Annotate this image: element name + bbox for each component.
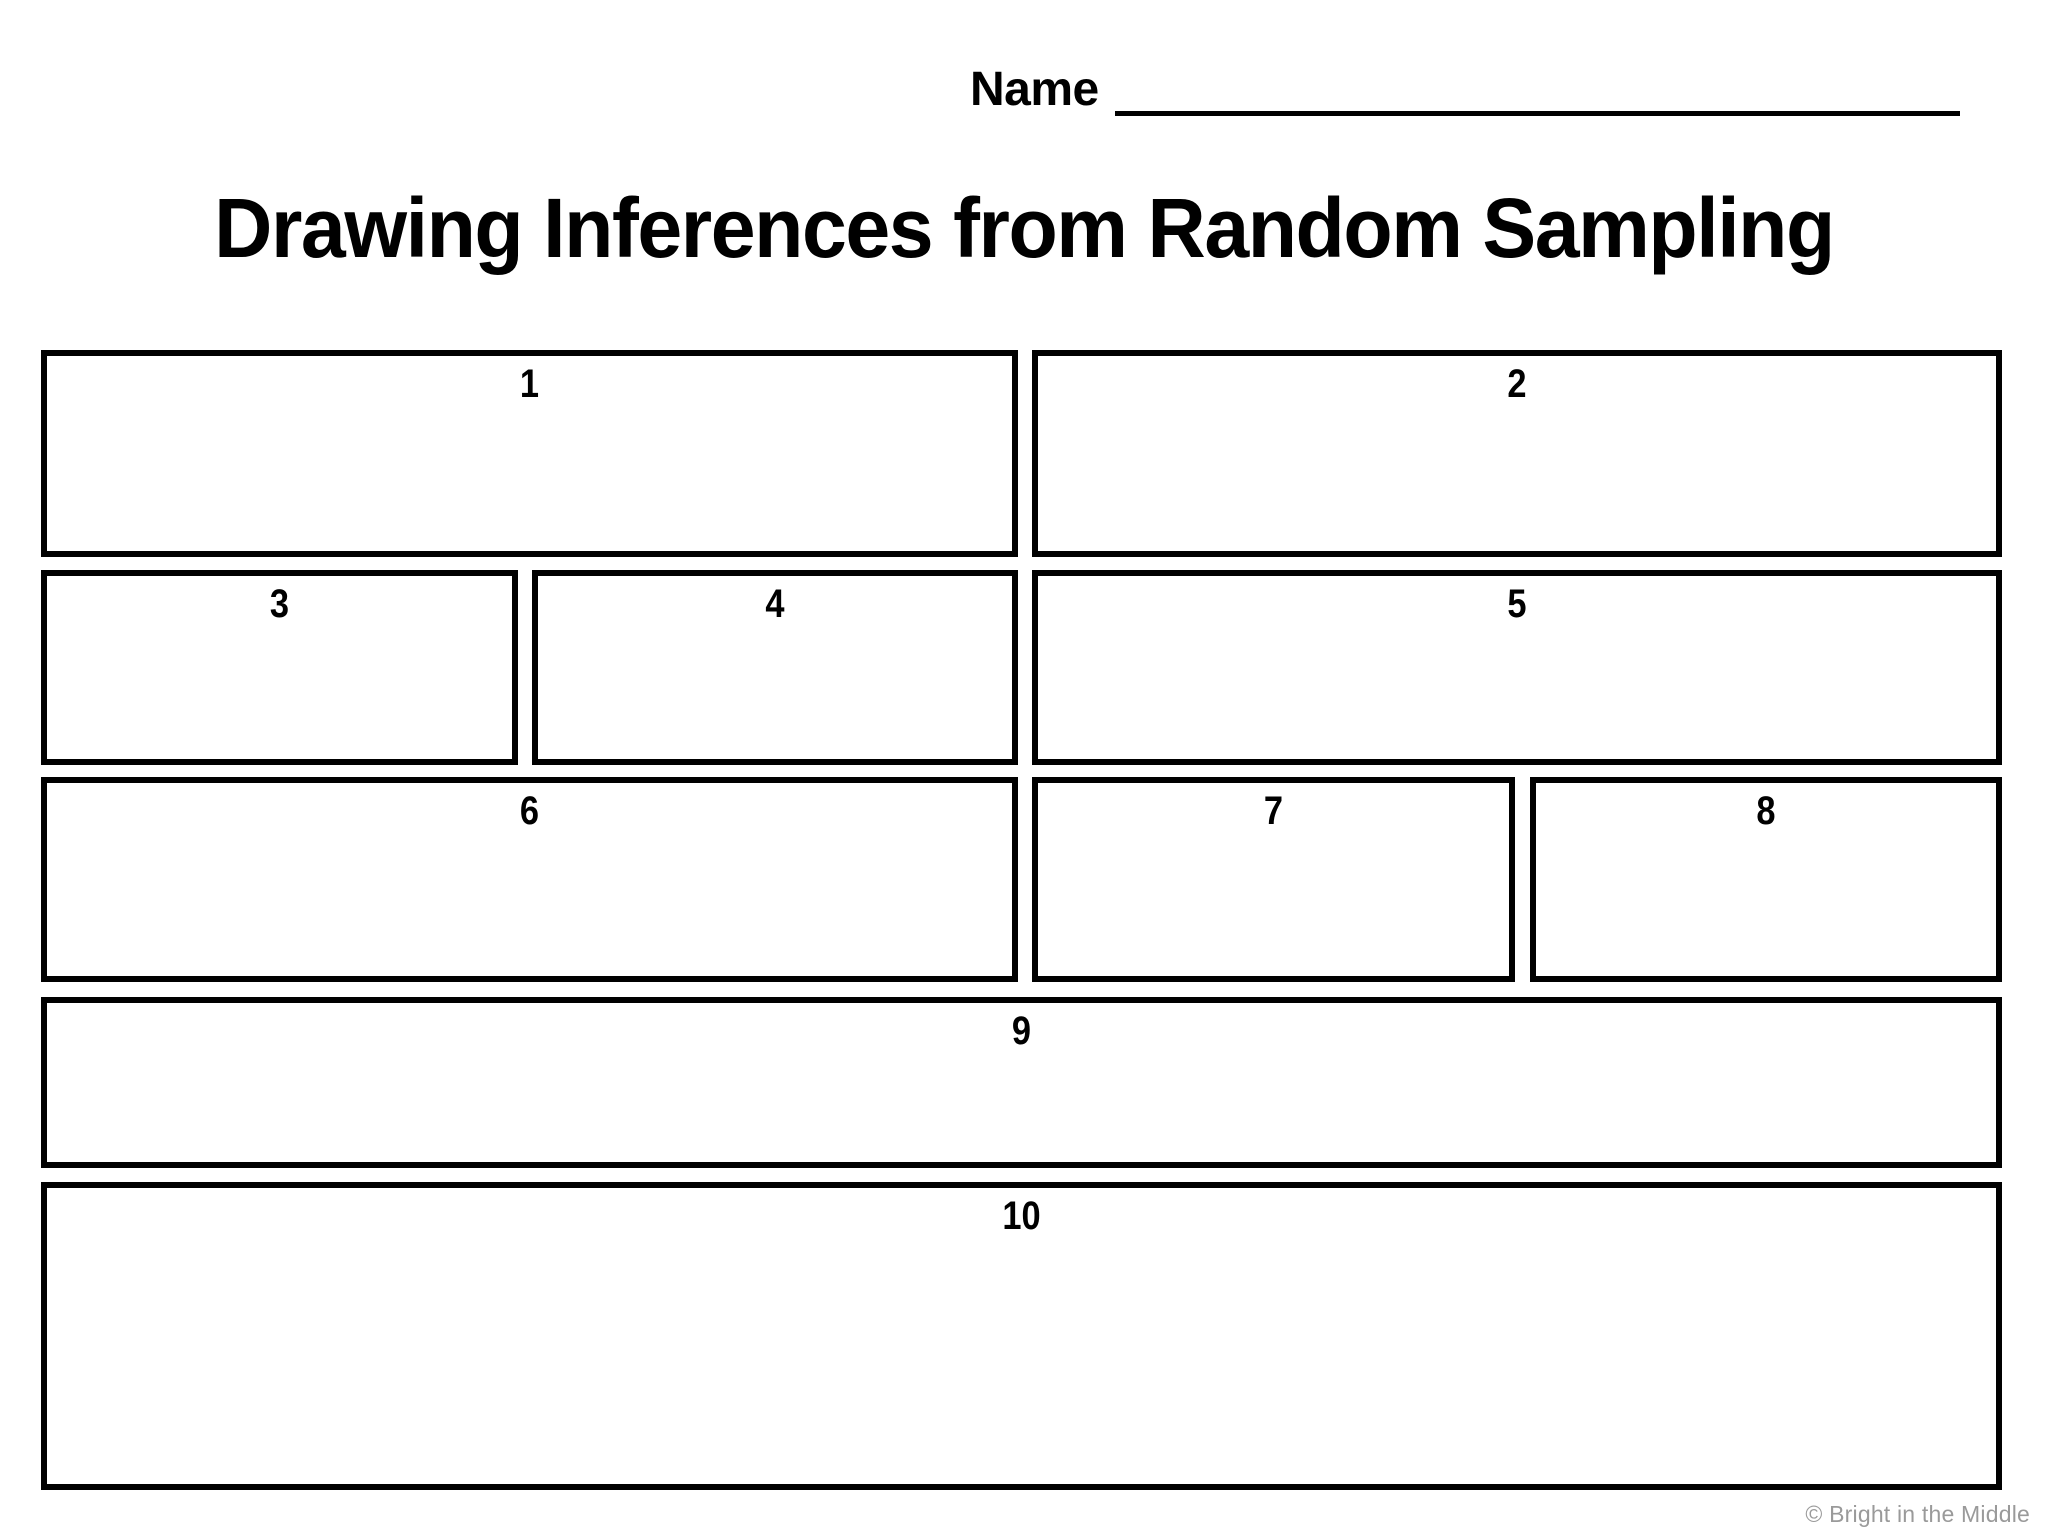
answer-box-number: 5 bbox=[1507, 582, 1527, 626]
name-write-in-line[interactable] bbox=[1114, 111, 1960, 116]
answer-box-5[interactable]: 5 bbox=[1032, 570, 2002, 765]
copyright-footer: © Bright in the Middle bbox=[1805, 1501, 2030, 1527]
page-title: Drawing Inferences from Random Sampling bbox=[214, 181, 1835, 275]
answer-box-number: 8 bbox=[1756, 789, 1776, 833]
answer-box-number: 3 bbox=[269, 582, 290, 626]
answer-box-9[interactable]: 9 bbox=[41, 997, 2002, 1168]
answer-box-3[interactable]: 3 bbox=[41, 570, 518, 765]
answer-box-4[interactable]: 4 bbox=[532, 570, 1018, 765]
name-label: Name bbox=[970, 63, 1099, 116]
answer-box-number: 6 bbox=[519, 789, 540, 833]
answer-box-number: 9 bbox=[1011, 1009, 1032, 1053]
answer-box-number: 10 bbox=[1002, 1194, 1041, 1238]
answer-box-number: 7 bbox=[1263, 789, 1284, 833]
answer-box-1[interactable]: 1 bbox=[41, 350, 1018, 557]
answer-box-number: 2 bbox=[1507, 362, 1527, 406]
name-field-row: Name bbox=[970, 50, 1960, 120]
answer-box-number: 4 bbox=[765, 582, 785, 626]
answer-box-2[interactable]: 2 bbox=[1032, 350, 2002, 557]
answer-box-6[interactable]: 6 bbox=[41, 777, 1018, 982]
answer-box-8[interactable]: 8 bbox=[1530, 777, 2002, 982]
answer-box-10[interactable]: 10 bbox=[41, 1182, 2002, 1490]
answer-box-7[interactable]: 7 bbox=[1032, 777, 1515, 982]
answer-box-number: 1 bbox=[519, 362, 540, 406]
